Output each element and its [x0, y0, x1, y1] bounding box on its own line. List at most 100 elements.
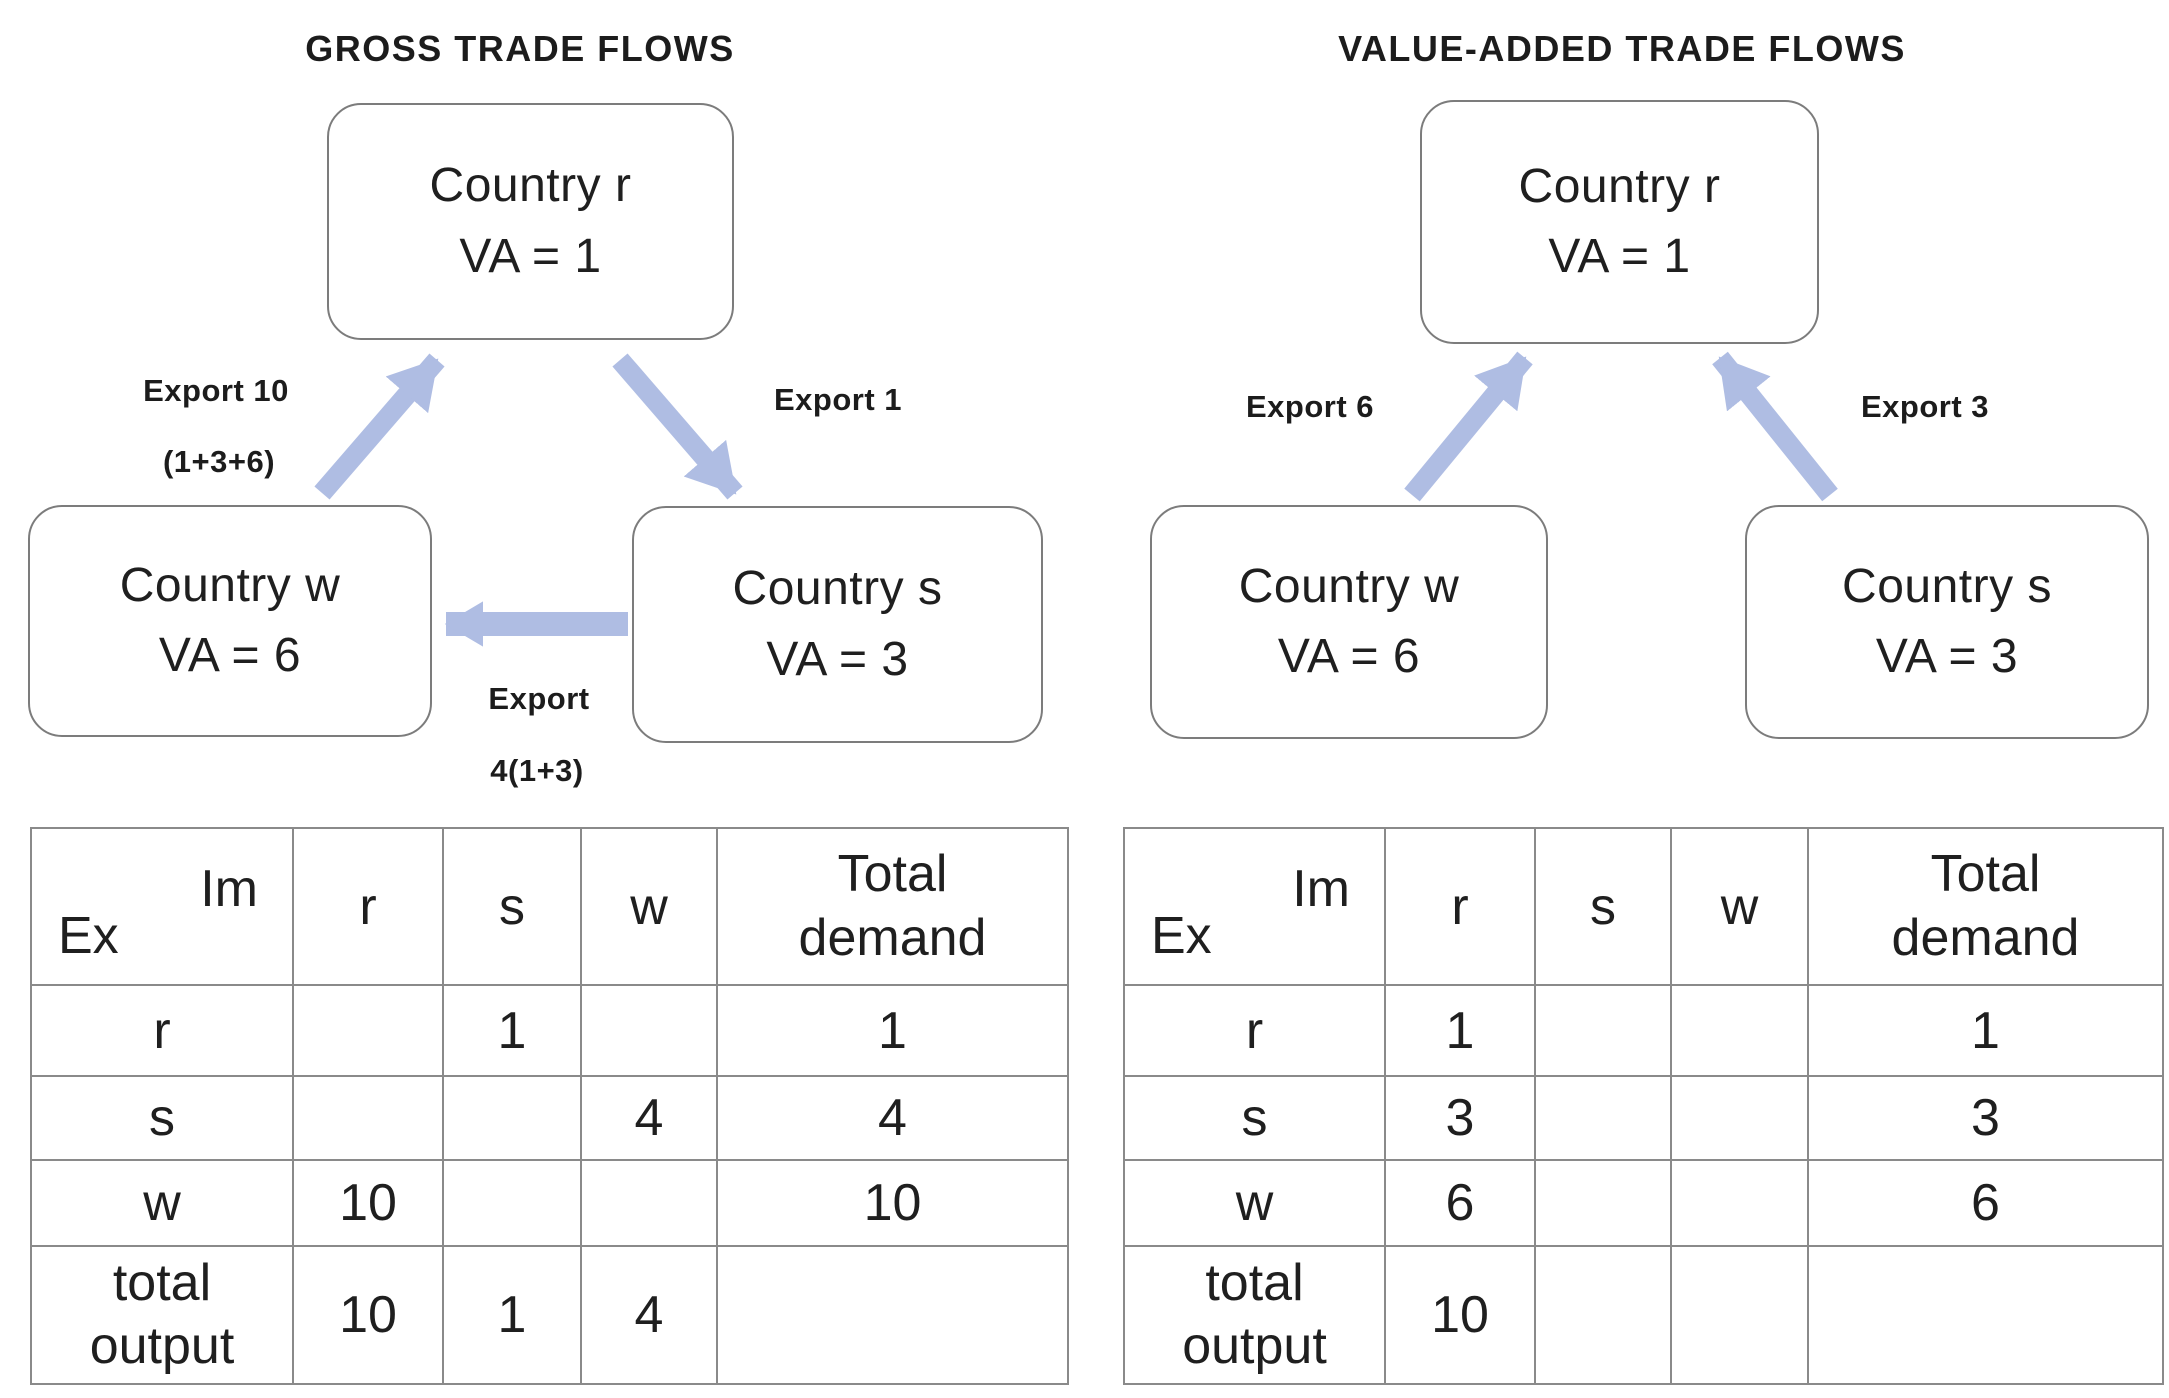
table-cell [292, 1075, 444, 1161]
column-header-total-demand: Total demand [1807, 827, 2164, 986]
row-label: r [30, 984, 294, 1077]
column-header-r: r [292, 827, 444, 986]
table-cell [442, 1075, 582, 1161]
value-added-node-country-r: Country r VA = 1 [1420, 100, 1819, 344]
table-cell: 10 [1384, 1245, 1536, 1385]
table-row: s 4 4 [30, 1075, 1069, 1161]
table-row: r 1 1 [30, 984, 1069, 1077]
row-label: w [1123, 1159, 1386, 1247]
value-added-arrow-w-to-r-icon [1404, 351, 1533, 502]
country-name: Country s [732, 562, 943, 616]
corner-ex-label: Ex [58, 907, 119, 965]
value-added-arrow-s-to-r-icon [1712, 351, 1838, 502]
table-cell: 10 [716, 1159, 1069, 1247]
corner-cell: Im Ex [1123, 827, 1386, 986]
gross-edge-label-export: Export [488, 681, 590, 716]
corner-cell: Im Ex [30, 827, 294, 986]
table-header-row: Im Ex r s w Total demand [1123, 827, 2164, 986]
gross-node-country-r: Country r VA = 1 [327, 103, 734, 340]
table-cell [1670, 984, 1809, 1077]
column-header-label: Total demand [798, 845, 987, 967]
table-header-row: Im Ex r s w Total demand [30, 827, 1069, 986]
row-label: total output [1123, 1245, 1386, 1385]
table-cell: 4 [580, 1075, 718, 1161]
gross-edge-label-export-detail: 4(1+3) [490, 753, 584, 788]
row-label: w [30, 1159, 294, 1247]
table-row: total output 10 1 4 [30, 1245, 1069, 1385]
column-header-label: Total demand [1891, 845, 2080, 967]
table-cell [1807, 1245, 2164, 1385]
column-header-w: w [580, 827, 718, 986]
value-added-node-country-w: Country w VA = 6 [1150, 505, 1548, 739]
gross-edge-label-export-10-detail: (1+3+6) [162, 444, 276, 479]
table-cell: 1 [442, 984, 582, 1077]
table-cell [1670, 1159, 1809, 1247]
gross-edge-label-export-10: Export 10 [143, 373, 289, 408]
table-cell: 6 [1807, 1159, 2164, 1247]
gross-arrow-w-to-r-icon [314, 353, 445, 500]
column-header-w: w [1670, 827, 1809, 986]
table-cell: 4 [580, 1245, 718, 1385]
value-added-edge-label-export-3: Export 3 [1860, 389, 1990, 424]
table-cell [442, 1159, 582, 1247]
column-header-total-demand: Total demand [716, 827, 1069, 986]
value-added-io-table: Im Ex r s w Total demand r 1 1 s 3 [1123, 827, 2164, 1385]
table-row: w 10 10 [30, 1159, 1069, 1247]
country-va: VA = 3 [766, 632, 909, 686]
table-cell [580, 1159, 718, 1247]
table-cell: 1 [716, 984, 1069, 1077]
country-name: Country r [1518, 159, 1721, 213]
table-cell [580, 984, 718, 1077]
country-va: VA = 6 [158, 629, 302, 682]
country-name: Country w [1238, 559, 1460, 613]
table-cell: 1 [442, 1245, 582, 1385]
table-cell [1534, 1245, 1672, 1385]
table-cell [1534, 1075, 1672, 1161]
table-cell: 10 [292, 1245, 444, 1385]
country-name: Country w [119, 558, 341, 612]
table-cell: 1 [1807, 984, 2164, 1077]
country-va: VA = 1 [459, 229, 602, 283]
table-cell [1534, 1159, 1672, 1247]
table-cell [1670, 1075, 1809, 1161]
country-name: Country s [1842, 559, 2052, 613]
row-label-text: total output [89, 1253, 235, 1375]
column-header-s: s [442, 827, 582, 986]
table-row: w 6 6 [1123, 1159, 2164, 1247]
table-cell: 4 [716, 1075, 1069, 1161]
corner-im-label: Im [200, 860, 258, 918]
corner-im-label: Im [1292, 860, 1350, 918]
country-va: VA = 1 [1548, 230, 1691, 283]
table-cell [1670, 1245, 1809, 1385]
corner-ex-label: Ex [1151, 907, 1212, 965]
gross-node-country-w: Country w VA = 6 [28, 505, 432, 737]
table-row: r 1 1 [1123, 984, 2164, 1077]
value-added-diagram-title: VALUE-ADDED TRADE FLOWS [1338, 28, 1906, 69]
table-cell: 10 [292, 1159, 444, 1247]
table-cell [292, 984, 444, 1077]
table-row: total output 10 [1123, 1245, 2164, 1385]
value-added-node-country-s: Country s VA = 3 [1745, 505, 2149, 739]
country-name: Country r [429, 159, 632, 213]
row-label: s [1123, 1075, 1386, 1161]
row-label-text: total output [1182, 1253, 1327, 1375]
column-header-s: s [1534, 827, 1672, 986]
gross-io-table: Im Ex r s w Total demand r 1 1 s [30, 827, 1069, 1385]
gross-arrow-r-to-s-icon [612, 353, 743, 500]
country-va: VA = 3 [1875, 630, 2019, 683]
row-label: s [30, 1075, 294, 1161]
country-va: VA = 6 [1277, 630, 1421, 683]
value-added-edge-label-export-6: Export 6 [1245, 389, 1375, 424]
table-row: s 3 3 [1123, 1075, 2164, 1161]
table-cell: 6 [1384, 1159, 1536, 1247]
gross-edge-label-export-1: Export 1 [773, 382, 903, 417]
table-cell: 3 [1807, 1075, 2164, 1161]
row-label: r [1123, 984, 1386, 1077]
gross-node-country-s: Country s VA = 3 [632, 506, 1043, 743]
table-cell: 3 [1384, 1075, 1536, 1161]
table-cell [1534, 984, 1672, 1077]
column-header-r: r [1384, 827, 1536, 986]
table-cell: 1 [1384, 984, 1536, 1077]
